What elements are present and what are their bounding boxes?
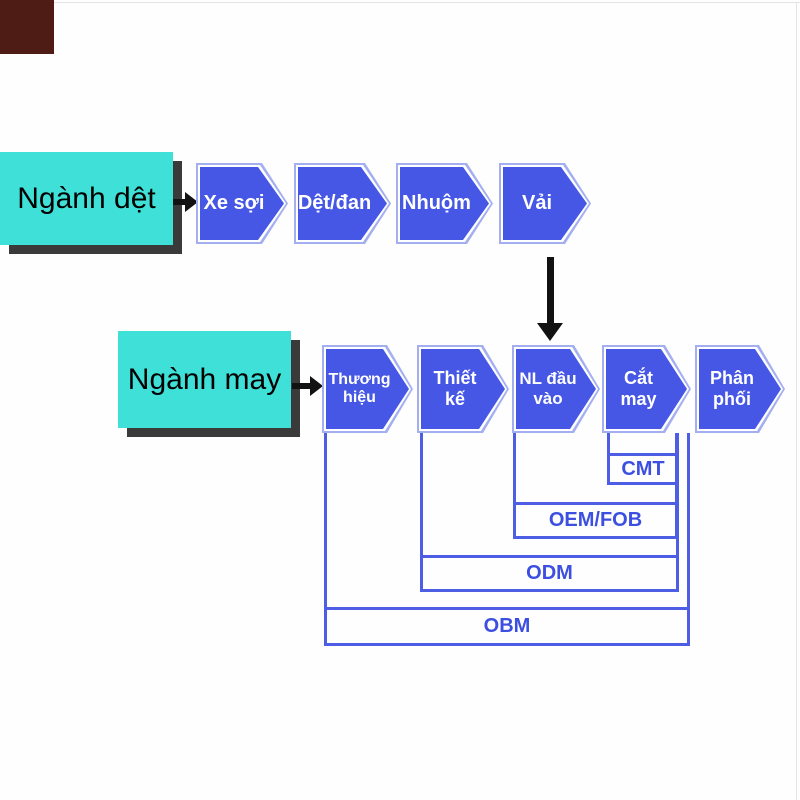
chevron-outline: Xe sợi [196,163,288,244]
step-label: Thiết kế [433,368,477,409]
bracket-oem-fob-label: OEM/FOB [548,509,643,531]
step-label: Phân phối [709,368,754,409]
chevron-gap: Vải [501,165,589,242]
arrow-head-icon [185,192,198,212]
chevron-gap: NL đầu vào [514,347,598,431]
chevron-outline: Nhuộm [396,163,493,244]
textile-step-fabric: Vải [499,163,591,244]
textile-step-dyeing: Nhuộm [396,163,493,244]
bracket-cmt-label: CMT [621,457,665,480]
chevron-outline: Thiết kế [417,345,509,433]
garment-step-cut-sew: Cắt may [602,345,691,433]
garment-industry-label: Ngành may [127,362,282,396]
chevron-body: Phân phối [699,349,781,429]
arrow-shaft [173,199,187,205]
chevron-body: NL đầu vào [516,349,596,429]
garment-step-distribution: Phân phối [695,345,785,433]
step-label: Nhuộm [402,192,471,214]
chevron-body: Cắt may [606,349,687,429]
bracket-obm-label: OBM [483,615,531,637]
chevron-body: Thiết kế [421,349,505,429]
textile-step-spinning: Xe sợi [196,163,288,244]
chevron-gap: Nhuộm [398,165,491,242]
textile-industry-box: Ngành dệt [0,152,173,245]
textile-flow-arrow [173,191,198,213]
step-label: Cắt may [620,368,657,409]
chevron-gap: Phân phối [697,347,783,431]
bracket-divider [516,502,675,505]
chevron-gap: Cắt may [604,347,689,431]
step-label: Thương hiệu [328,370,391,406]
garment-step-brand: Thương hiệu [322,345,413,433]
corner-square [0,0,54,54]
garment-step-design: Thiết kế [417,345,509,433]
chevron-outline: NL đầu vào [512,345,600,433]
chevron-outline: Vải [499,163,591,244]
arrow-head-icon [537,323,563,341]
chevron-outline: Dệt/đan [294,163,391,244]
top-edge-line [54,2,800,3]
right-edge-line [796,2,797,800]
arrow-shaft [546,257,554,325]
step-label: Dệt/đan [297,192,372,214]
textile-industry-label: Ngành dệt [17,181,156,215]
chevron-body: Dệt/đan [298,167,387,240]
chevron-body: Thương hiệu [326,349,409,429]
bracket-obm: OBM [324,433,690,646]
step-label: Vải [521,192,553,214]
step-label: NL đầu vào [519,369,577,408]
chevron-gap: Thiết kế [419,347,507,431]
chevron-gap: Xe sợi [198,165,286,242]
chevron-outline: Thương hiệu [322,345,413,433]
textile-step-weaving: Dệt/đan [294,163,391,244]
step-label: Xe sợi [203,192,265,214]
garment-step-inputs: NL đầu vào [512,345,600,433]
chevron-body: Xe sợi [200,167,284,240]
garment-flow-arrow [292,375,323,397]
chevron-body: Nhuộm [400,167,489,240]
bracket-divider [423,555,676,558]
chevron-body: Vải [503,167,587,240]
bracket-odm: ODM [420,433,679,592]
bracket-odm-label: ODM [526,562,573,584]
arrow-head-icon [310,376,323,396]
chevron-gap: Dệt/đan [296,165,389,242]
garment-industry-box: Ngành may [118,331,291,428]
chevron-outline: Phân phối [695,345,785,433]
bracket-divider [610,453,676,456]
arrow-shaft [292,383,312,389]
down-arrow [536,257,564,341]
chevron-outline: Cắt may [602,345,691,433]
chevron-gap: Thương hiệu [324,347,411,431]
bracket-divider [327,607,687,610]
